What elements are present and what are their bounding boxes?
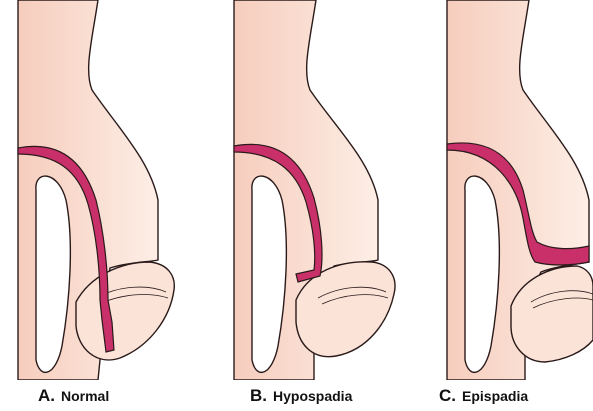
- panel-normal: A.Normal: [0, 0, 198, 380]
- panel-epispadia: C.Epispadia: [437, 0, 593, 380]
- hypospadia-illustration: [222, 0, 420, 380]
- panel-caption: C. Epispadia: [439, 384, 528, 408]
- panel-label: Epispadia: [462, 388, 528, 404]
- panel-letter: B.: [250, 386, 267, 405]
- panel-caption: B. Hypospadia: [250, 384, 352, 408]
- panel-label: Normal: [61, 388, 109, 404]
- panel-hypospadia: B.Hypospadia: [222, 0, 420, 380]
- normal-illustration: [0, 0, 198, 380]
- panel-label: Hypospadia: [273, 388, 352, 404]
- panel-caption: A. Normal: [38, 384, 109, 408]
- epispadia-illustration: [437, 0, 593, 380]
- panel-letter: A.: [38, 386, 55, 405]
- panel-letter: C.: [439, 386, 456, 405]
